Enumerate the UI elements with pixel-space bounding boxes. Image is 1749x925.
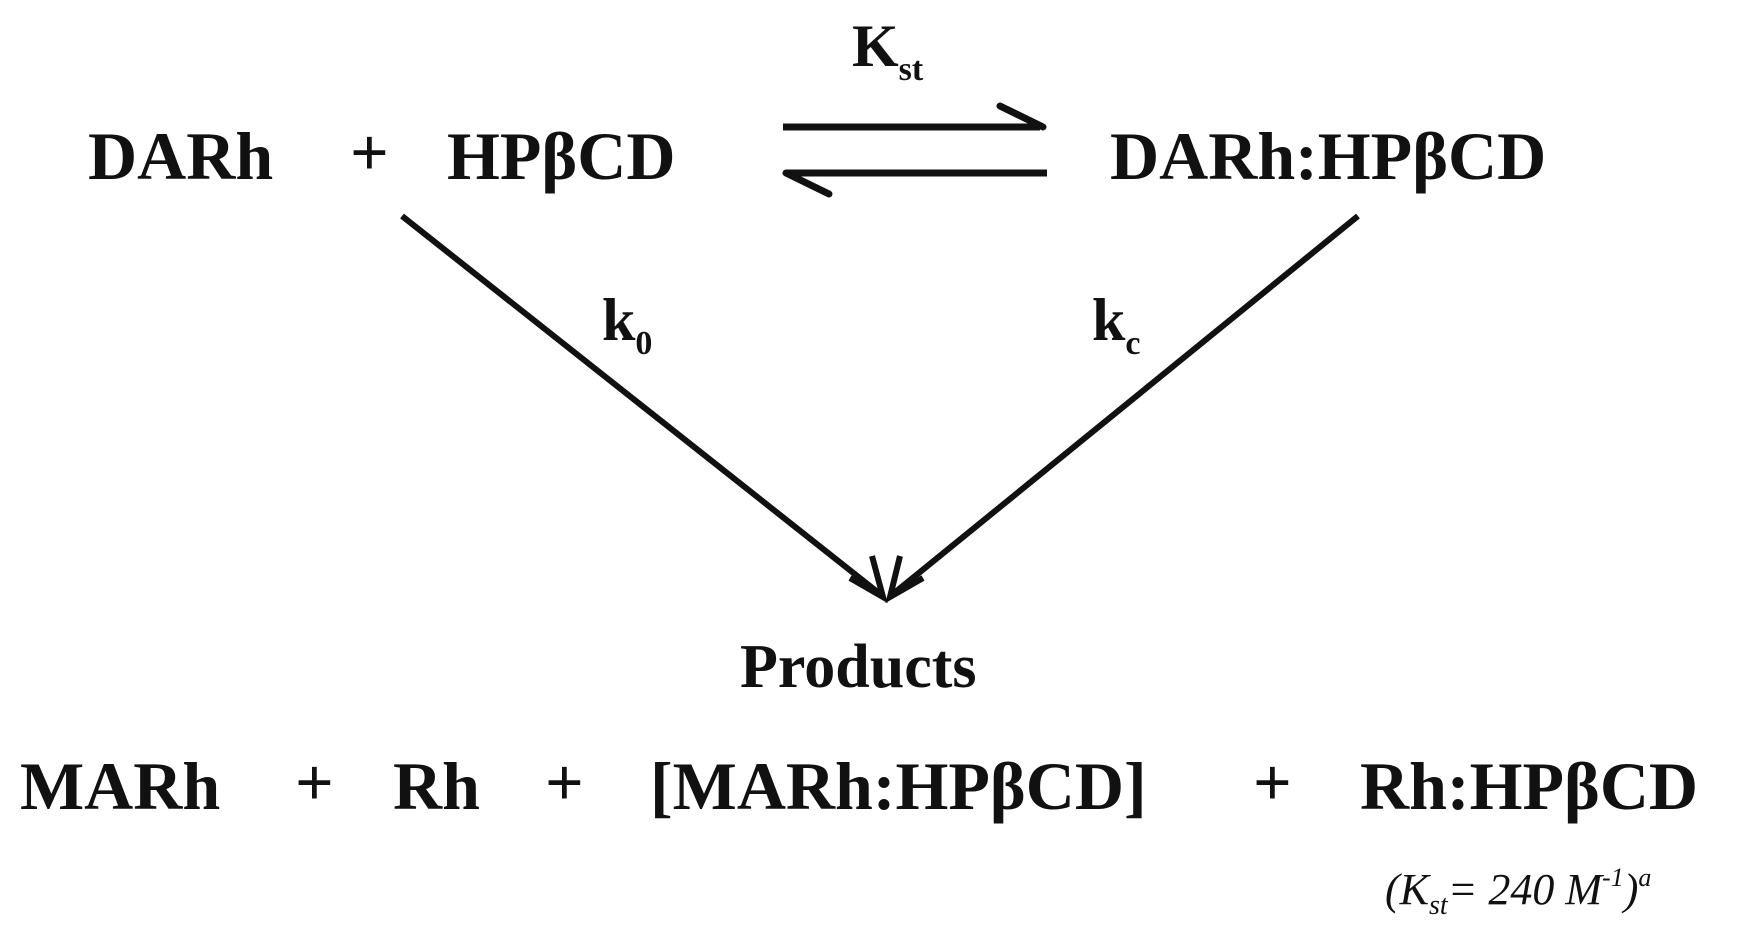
- k0-arrow: [400, 213, 888, 604]
- reactant-hpbcd: HPβCD: [447, 118, 676, 194]
- k0-symbol: k: [602, 287, 636, 353]
- plus-sign: +: [295, 744, 334, 820]
- product-marh: MARh: [20, 748, 221, 824]
- footnote-value: = 240 M: [1447, 865, 1603, 914]
- kst-label: Kst: [852, 13, 923, 87]
- plus-sign: +: [545, 744, 584, 820]
- plus-sign: +: [1253, 744, 1292, 820]
- kst-footnote: (Kst= 240 M-1)a: [1385, 865, 1651, 920]
- footnote-exponent: -1: [1602, 863, 1624, 892]
- product-rh: Rh: [393, 748, 480, 824]
- kc-subscript: c: [1125, 325, 1141, 362]
- footnote-open-paren: (: [1385, 865, 1400, 914]
- kc-label: kc: [1092, 287, 1140, 361]
- k0-subscript: 0: [635, 325, 653, 362]
- product-marh-hpbcd: [MARh:HPβCD]: [650, 748, 1147, 824]
- footnote-marker: a: [1638, 863, 1652, 892]
- k0-label: k0: [602, 287, 652, 361]
- products-label: Products: [740, 633, 977, 701]
- footnote-k-symbol: K: [1399, 865, 1430, 914]
- complex-darh-hpbcd: DARh:HPβCD: [1110, 118, 1547, 194]
- kc-arrow: [885, 213, 1360, 604]
- kst-symbol: K: [852, 13, 899, 79]
- kst-subscript: st: [898, 51, 924, 88]
- kc-symbol: k: [1092, 287, 1126, 353]
- footnote-close-paren: ): [1623, 865, 1639, 914]
- footnote-subscript: st: [1429, 890, 1448, 921]
- plus-sign: +: [350, 114, 389, 190]
- reverse-equilibrium-arrow: [782, 169, 1047, 198]
- product-rh-hpbcd: Rh:HPβCD: [1360, 748, 1699, 824]
- reactant-darh: DARh: [88, 118, 274, 194]
- forward-equilibrium-arrow: [783, 102, 1047, 131]
